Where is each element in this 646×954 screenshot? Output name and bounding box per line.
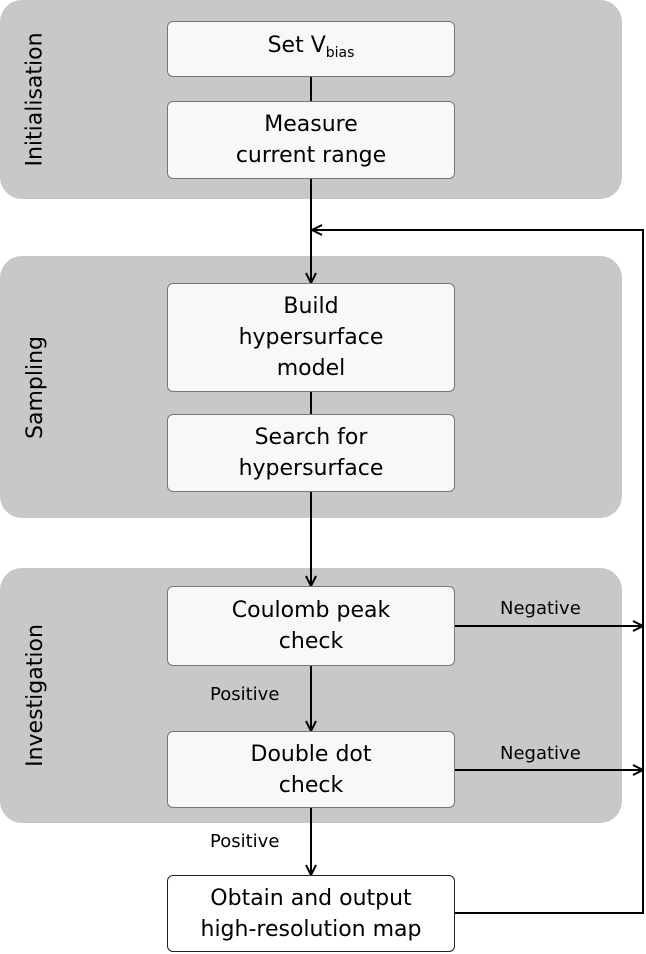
coulomb-line-2: check bbox=[278, 629, 344, 654]
obtain-output-map-box: Obtain and output high-resolution map bbox=[167, 875, 455, 952]
doubledot-negative-label: Negative bbox=[500, 743, 581, 764]
doubledot-positive-label: Positive bbox=[210, 831, 280, 852]
doubledot-line-1: Double dot bbox=[250, 741, 372, 767]
search-for-hypersurface-box: Search for hypersurface bbox=[167, 414, 455, 492]
coulomb-positive-label: Positive bbox=[210, 684, 280, 705]
bias-subscript: bias bbox=[325, 44, 355, 61]
set-vbias-box: Set Vbias bbox=[167, 21, 455, 77]
measure-line-1: Measure bbox=[264, 112, 358, 137]
output-line-1: Obtain and output bbox=[210, 885, 412, 911]
feedback-loop-line bbox=[312, 230, 644, 914]
doubledot-line-2: check bbox=[278, 772, 344, 798]
coulomb-line-1: Coulomb peak bbox=[231, 598, 391, 623]
measure-line-2: current range bbox=[235, 143, 387, 168]
build-line-3: model bbox=[276, 356, 346, 381]
set-vbias-text: Set Vbias bbox=[267, 32, 355, 61]
output-line-2: high-resolution map bbox=[200, 916, 422, 942]
build-hypersurface-model-box: Build hypersurface model bbox=[167, 283, 455, 392]
measure-current-range-box: Measure current range bbox=[167, 101, 455, 179]
coulomb-peak-check-box: Coulomb peak check bbox=[167, 586, 455, 666]
double-dot-check-box: Double dot check bbox=[167, 731, 455, 808]
coulomb-negative-label: Negative bbox=[500, 598, 581, 619]
search-line-2: hypersurface bbox=[238, 456, 384, 481]
build-line-1: Build bbox=[283, 294, 339, 319]
build-line-2: hypersurface bbox=[238, 325, 384, 350]
search-line-1: Search for bbox=[254, 425, 368, 450]
